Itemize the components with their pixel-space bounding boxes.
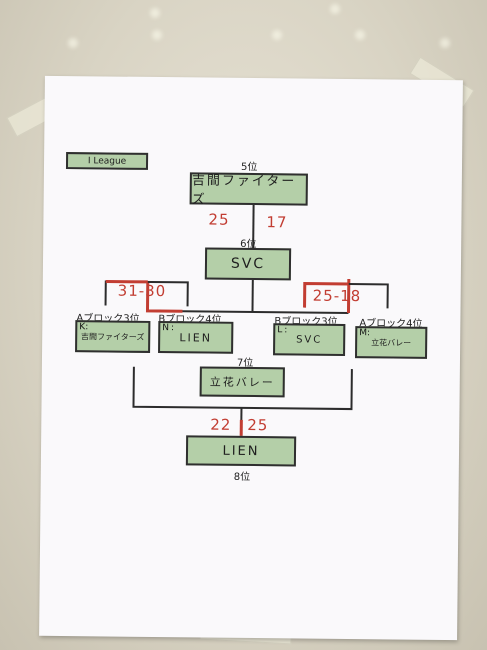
top-team: 吉間ファイターズ (191, 173, 297, 208)
block-code-m: M: (359, 328, 371, 339)
league-label-box: I League (65, 152, 149, 170)
wall-light (355, 30, 365, 40)
block-team-n: N: LIEN (158, 321, 234, 354)
block-team-l: L: SVC (273, 323, 346, 356)
wall-light (440, 38, 450, 48)
final-score-right: 25 (247, 415, 269, 435)
block-code-k: K: (79, 322, 89, 333)
middle-team-box: SVC (204, 247, 292, 281)
final-team-box: LIEN (185, 435, 297, 467)
wall-light (150, 8, 160, 18)
block-team-m-name: 立花バレー (371, 337, 412, 348)
top-score-left: 25 (208, 210, 230, 229)
block-code-n: N: (162, 323, 177, 334)
bracket-lines (104, 205, 389, 436)
block-team-n-name: LIEN (179, 330, 213, 345)
wall-light (330, 4, 340, 14)
wall-light (272, 30, 282, 40)
block-team-k: K: 吉間ファイターズ (75, 320, 151, 353)
final-team: LIEN (222, 443, 260, 459)
block-team-m: M: 立花バレー (355, 326, 428, 359)
bracket-sheet: I League 5位 吉間ファイターズ 25 17 6位 SVC 31-30 … (39, 75, 463, 641)
final-score-left: 22 (210, 415, 232, 434)
middle-team: SVC (230, 255, 266, 273)
seventh-team-box: 立花バレー (199, 366, 285, 398)
top-score-right: 17 (266, 213, 288, 232)
block-team-l-name: SVC (296, 333, 323, 346)
seventh-team: 立花バレー (209, 375, 275, 390)
final-rank: 8位 (233, 471, 251, 483)
left-semi-score: 31-30 (117, 281, 167, 301)
right-semi-score: 25-18 (312, 286, 362, 306)
wall-light (152, 30, 162, 40)
top-team-box: 吉間ファイターズ (189, 172, 308, 208)
block-code-l: L: (277, 325, 290, 336)
wall-light (68, 38, 78, 48)
league-label: I League (87, 155, 127, 167)
block-team-k-name: 吉間ファイターズ (81, 331, 145, 342)
